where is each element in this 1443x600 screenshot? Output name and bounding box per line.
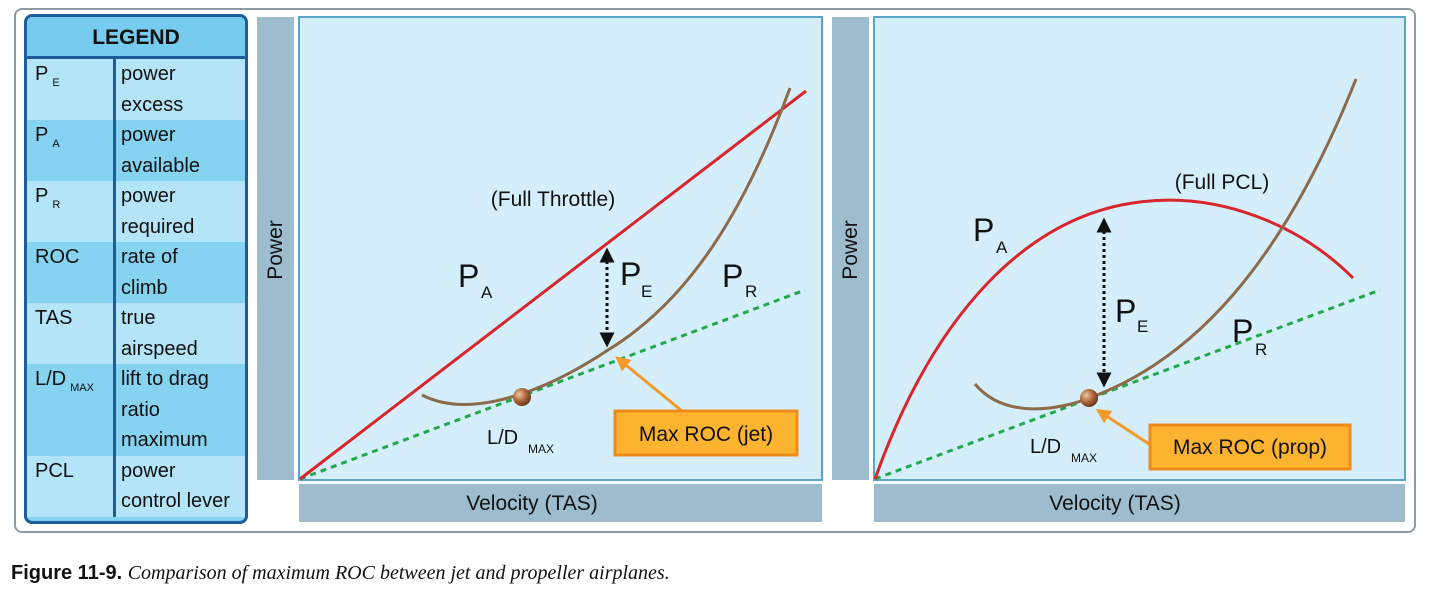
legend-definition: control lever bbox=[121, 490, 230, 512]
prop-callout-arrow bbox=[1095, 408, 1153, 448]
legend-definition: power bbox=[121, 185, 176, 207]
caption-text: Comparison of maximum ROC between jet an… bbox=[127, 562, 670, 584]
legend-title: LEGEND bbox=[27, 17, 245, 59]
jet-power-required-curve bbox=[421, 87, 792, 406]
prop-pcl-label: (Full PCL) bbox=[1175, 171, 1270, 194]
jet-throttle-label: (Full Throttle) bbox=[491, 188, 615, 211]
legend-definition: excess bbox=[121, 93, 184, 116]
jet-pa-label: P bbox=[458, 258, 479, 294]
legend-definition: climb bbox=[121, 276, 168, 299]
prop-callout-text: Max ROC (prop) bbox=[1173, 436, 1327, 459]
legend-definition: required bbox=[121, 215, 195, 238]
legend-symbol: P bbox=[35, 185, 49, 207]
prop-callout-box bbox=[1148, 423, 1352, 471]
jet-power-axis-band bbox=[257, 17, 294, 480]
jet-ylabel: Power bbox=[264, 220, 287, 280]
legend-definition: power bbox=[121, 63, 176, 85]
legend-definition: true bbox=[121, 307, 156, 329]
legend-definition: lift to drag bbox=[121, 368, 209, 390]
legend-symbol-sub: A bbox=[52, 138, 60, 150]
prop-pe-sub: E bbox=[1137, 317, 1148, 336]
legend-definition: available bbox=[121, 154, 200, 177]
legend-definition: power bbox=[121, 124, 176, 146]
legend-symbol: TAS bbox=[35, 307, 73, 329]
jet-ld-sub: MAX bbox=[528, 442, 554, 456]
prop-ld-label: L/D bbox=[1030, 436, 1061, 458]
prop-plot-area bbox=[873, 16, 1406, 481]
legend-symbol: PCL bbox=[35, 459, 74, 482]
prop-power-available-curve bbox=[873, 198, 1355, 480]
jet-callout-box bbox=[613, 409, 799, 457]
legend-symbol: ROC bbox=[35, 246, 80, 268]
legend-definition: maximum bbox=[121, 429, 208, 451]
legend-row-roc: ROC rate of climb bbox=[27, 242, 245, 303]
figure-caption: Figure 11-9. Comparison of maximum ROC b… bbox=[11, 562, 670, 585]
prop-pa-label: P bbox=[973, 212, 994, 248]
legend-symbol-sub: MAX bbox=[70, 382, 94, 394]
prop-ld-sub: MAX bbox=[1071, 451, 1097, 465]
jet-plot-area bbox=[298, 16, 823, 481]
jet-pe-sub: E bbox=[641, 282, 652, 301]
prop-ld-max-point bbox=[1080, 389, 1098, 407]
jet-callout-arrow bbox=[615, 356, 683, 413]
prop-pe-label: P bbox=[1115, 293, 1136, 329]
legend-symbol: P bbox=[35, 124, 49, 146]
legend-definition: ratio bbox=[121, 398, 160, 421]
jet-xlabel: Velocity (TAS) bbox=[466, 492, 597, 515]
prop-diagram: Power Velocity (TAS) (Full PCL) P A P E … bbox=[832, 16, 1406, 522]
prop-ylabel: Power bbox=[839, 220, 862, 280]
caption-label: Figure 11-9. bbox=[11, 562, 123, 584]
legend-symbol: L/D bbox=[35, 368, 67, 390]
prop-power-axis-band bbox=[832, 17, 869, 480]
prop-velocity-axis-band bbox=[874, 484, 1405, 522]
legend-row-tas: TAS true airspeed bbox=[27, 303, 245, 364]
prop-tangent-line bbox=[874, 288, 1381, 481]
jet-pa-sub: A bbox=[481, 283, 493, 302]
legend-row-pcl: PCL power control lever bbox=[27, 455, 245, 517]
prop-pr-sub: R bbox=[1255, 340, 1267, 359]
jet-pe-label: P bbox=[620, 256, 641, 292]
jet-ld-max-point bbox=[513, 388, 531, 406]
prop-power-required-curve bbox=[973, 78, 1358, 411]
jet-ld-label: L/D bbox=[487, 427, 518, 449]
jet-power-available-line bbox=[299, 89, 807, 481]
legend-definition: rate of bbox=[121, 246, 178, 268]
jet-velocity-axis-band bbox=[299, 484, 822, 522]
jet-pr-sub: R bbox=[745, 282, 757, 301]
jet-pr-label: P bbox=[722, 258, 743, 294]
prop-pa-sub: A bbox=[996, 238, 1008, 257]
jet-diagram: Power Velocity (TAS) (Full Throttle) P A… bbox=[257, 16, 823, 522]
jet-callout-text: Max ROC (jet) bbox=[639, 423, 773, 446]
legend-symbol-sub: R bbox=[52, 199, 61, 211]
legend-symbol: P bbox=[35, 63, 49, 85]
prop-pr-label: P bbox=[1232, 313, 1253, 349]
jet-tangent-line bbox=[299, 288, 806, 481]
prop-xlabel: Velocity (TAS) bbox=[1049, 492, 1180, 515]
legend-definition: power bbox=[121, 459, 176, 482]
legend-definition: airspeed bbox=[121, 337, 198, 360]
legend-symbol-sub: E bbox=[52, 77, 60, 89]
